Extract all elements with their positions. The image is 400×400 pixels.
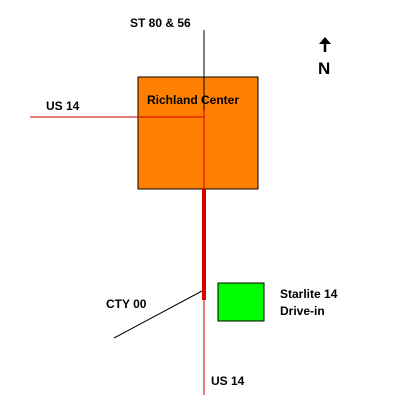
county-road-line (113, 290, 203, 339)
drive-in-marker (217, 282, 265, 322)
arrow-up-icon (319, 37, 331, 52)
west-road-label: US 14 (46, 99, 80, 113)
city-block (137, 76, 259, 190)
south-road-label: US 14 (211, 374, 245, 388)
drive-in-label-line2: Drive-in (280, 304, 325, 318)
north-road-label: ST 80 & 56 (130, 16, 191, 30)
county-road-label: CTY 00 (106, 297, 147, 311)
drive-in-label-line1: Starlite 14 (280, 287, 338, 301)
north-label: N (318, 59, 330, 78)
city-label: Richland Center (147, 93, 239, 107)
